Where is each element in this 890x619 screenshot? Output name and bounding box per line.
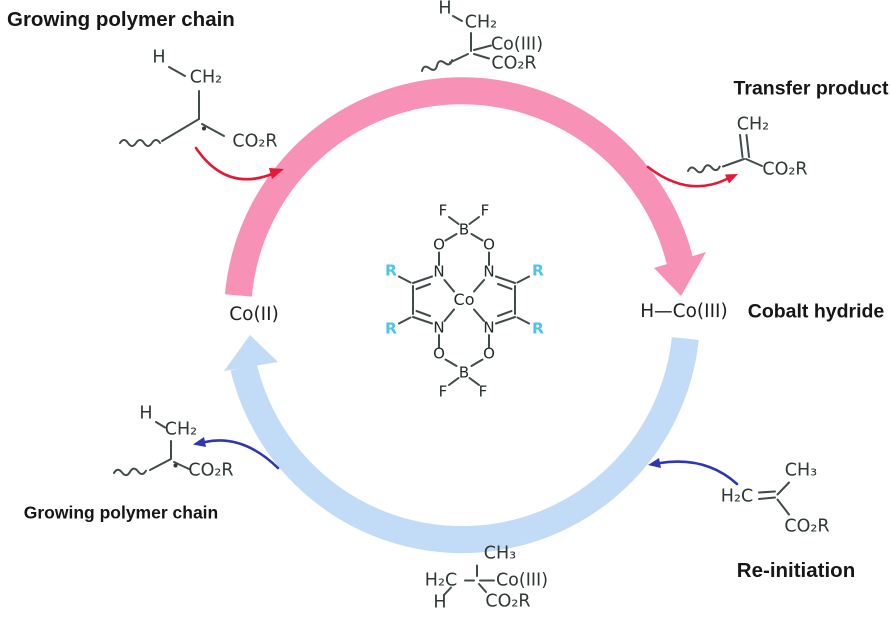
label-h-co-iii: H—Co(III) (640, 300, 728, 322)
polymer-squiggle (421, 59, 454, 72)
group-ch2: CH₂ (736, 114, 770, 135)
blue-arc-path (230, 337, 699, 554)
group-co2r: CO₂R (485, 591, 531, 612)
atom-n: N (433, 262, 445, 281)
label-cobalt-hydride: Cobalt hydride (747, 300, 885, 323)
group-ch3: CH₃ (483, 543, 517, 564)
structure-monomer (758, 481, 790, 516)
radical-dot (202, 126, 206, 131)
group-co2r: CO₂R (784, 516, 830, 537)
label-transfer-product: Transfer product (733, 77, 889, 100)
substituent-r: R (532, 319, 544, 338)
pink-arc-path (224, 77, 693, 297)
structure-growing-chain-top (119, 66, 225, 147)
atom-n: N (433, 318, 445, 337)
blue-arrowhead-icon (648, 458, 661, 468)
group-ch2: CH₂ (189, 67, 223, 88)
atom-n: N (483, 262, 495, 281)
polymer-squiggle (113, 467, 147, 477)
pink-arrowhead-icon (654, 252, 706, 296)
structure-cobalt-alkyl-top (421, 15, 492, 72)
group-h2c: H₂C (424, 570, 458, 591)
radical-dot (173, 463, 178, 468)
red-curved-arrow-top-left (194, 146, 284, 181)
blue-cycle-arc (224, 335, 699, 554)
group-co-iii: Co(III) (495, 570, 549, 591)
label-growing-polymer-chain-bottom: Growing polymer chain (23, 502, 219, 523)
polymer-squiggle (687, 164, 721, 174)
red-arrowhead-icon (725, 174, 738, 184)
atom-o: O (433, 344, 445, 363)
label-growing-polymer-chain-top: Growing polymer chain (7, 8, 235, 31)
blue-curved-arrow-bottom-right (648, 458, 739, 486)
atom-o: O (483, 344, 495, 363)
atom-f: F (438, 382, 448, 401)
atom-h: H (433, 592, 447, 613)
substituent-r: R (532, 261, 544, 280)
label-co-ii: Co(II) (229, 303, 279, 325)
structure-cobalt-alkyl-bottom (443, 564, 495, 596)
atom-h: H (139, 403, 153, 424)
red-arrowhead-icon (269, 168, 284, 179)
atom-o: O (483, 235, 495, 254)
atom-b: B (458, 220, 470, 239)
red-curved-arrow-top-right (646, 165, 738, 188)
atom-h: H (152, 47, 166, 68)
structure-transfer-product (687, 134, 763, 174)
atom-b: B (458, 363, 470, 382)
atom-h: H (438, 0, 452, 19)
blue-curved-arrow-bottom-left (193, 437, 280, 470)
group-co2r: CO₂R (188, 460, 234, 481)
structure-growing-chain-bottom (113, 421, 190, 477)
group-ch2: CH₂ (164, 419, 198, 440)
group-ch3: CH₃ (784, 460, 818, 481)
polymer-squiggle (119, 139, 161, 147)
atom-f: F (480, 201, 490, 220)
atom-n: N (483, 318, 495, 337)
group-h2c: H₂C (720, 486, 754, 507)
blue-arrowhead-icon (193, 437, 206, 447)
structure-cobaloxime-complex (398, 216, 530, 386)
substituent-r: R (385, 261, 397, 280)
pink-cycle-arc (224, 77, 706, 297)
label-re-initiation: Re-initiation (736, 558, 856, 582)
atom-f: F (438, 201, 448, 220)
substituent-r: R (385, 319, 397, 338)
group-co2r: CO₂R (232, 131, 278, 152)
group-co-iii: Co(III) (490, 34, 544, 55)
group-co2r: CO₂R (762, 159, 808, 180)
group-co2r: CO₂R (491, 53, 537, 74)
atom-o: O (433, 235, 445, 254)
blue-arrowhead-icon (224, 335, 278, 371)
atom-f: F (478, 382, 488, 401)
group-ch2: CH₂ (464, 12, 498, 33)
atom-co: Co (453, 290, 475, 309)
